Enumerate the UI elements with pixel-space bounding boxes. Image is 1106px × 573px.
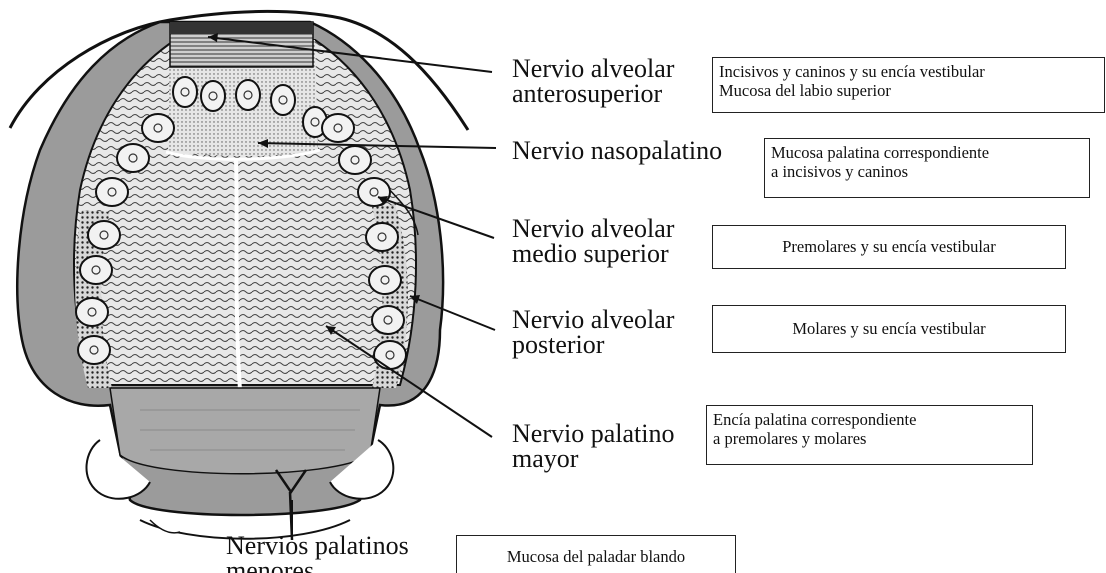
nerve-label-anterosuperior: Nervio alveolar anterosuperior [512, 56, 674, 106]
region-text-line: Mucosa del labio superior [719, 81, 1098, 100]
nerve-label-posterior: Nervio alveolar posterior [512, 307, 674, 357]
region-text-line: Mucosa del paladar blando [463, 547, 729, 566]
region-box-nasopalatino: Mucosa palatina correspondiente a incisi… [764, 138, 1090, 198]
region-text-line: Mucosa palatina correspondiente [771, 143, 1083, 162]
region-text-line: Encía palatina correspondiente [713, 410, 1026, 429]
nerve-name-line: Nervio alveolar [512, 216, 674, 241]
region-text-line: a incisivos y caninos [771, 162, 1083, 181]
nerve-label-medio-superior: Nervio alveolar medio superior [512, 216, 674, 266]
region-box-anterosuperior: Incisivos y caninos y su encía vestibula… [712, 57, 1105, 113]
region-box-palatino-mayor: Encía palatina correspondiente a premola… [706, 405, 1033, 465]
region-text-line: a premolares y molares [713, 429, 1026, 448]
nerve-label-nasopalatino: Nervio nasopalatino [512, 138, 722, 163]
nerve-name-line: medio superior [512, 241, 674, 266]
region-text-line: Molares y su encía vestibular [719, 319, 1059, 338]
nerve-label-palatino-mayor: Nervio palatino mayor [512, 421, 674, 471]
nerve-name-line: menores [226, 558, 409, 573]
nerve-name-line: mayor [512, 446, 674, 471]
nerve-name-line: posterior [512, 332, 674, 357]
region-box-posterior: Molares y su encía vestibular [712, 305, 1066, 353]
nerve-name-line: Nervios palatinos [226, 533, 409, 558]
region-text-line: Incisivos y caninos y su encía vestibula… [719, 62, 1098, 81]
nerve-name-line: Nervio alveolar [512, 307, 674, 332]
nerve-name-line: anterosuperior [512, 81, 674, 106]
nerve-name-line: Nervio nasopalatino [512, 138, 722, 163]
nerve-label-palatinos-menores: Nervios palatinos menores [226, 533, 409, 573]
region-box-palatinos-menores: Mucosa del paladar blando [456, 535, 736, 573]
region-text-line: Premolares y su encía vestibular [719, 237, 1059, 256]
region-box-medio-superior: Premolares y su encía vestibular [712, 225, 1066, 269]
nerve-name-line: Nervio palatino [512, 421, 674, 446]
nerve-name-line: Nervio alveolar [512, 56, 674, 81]
